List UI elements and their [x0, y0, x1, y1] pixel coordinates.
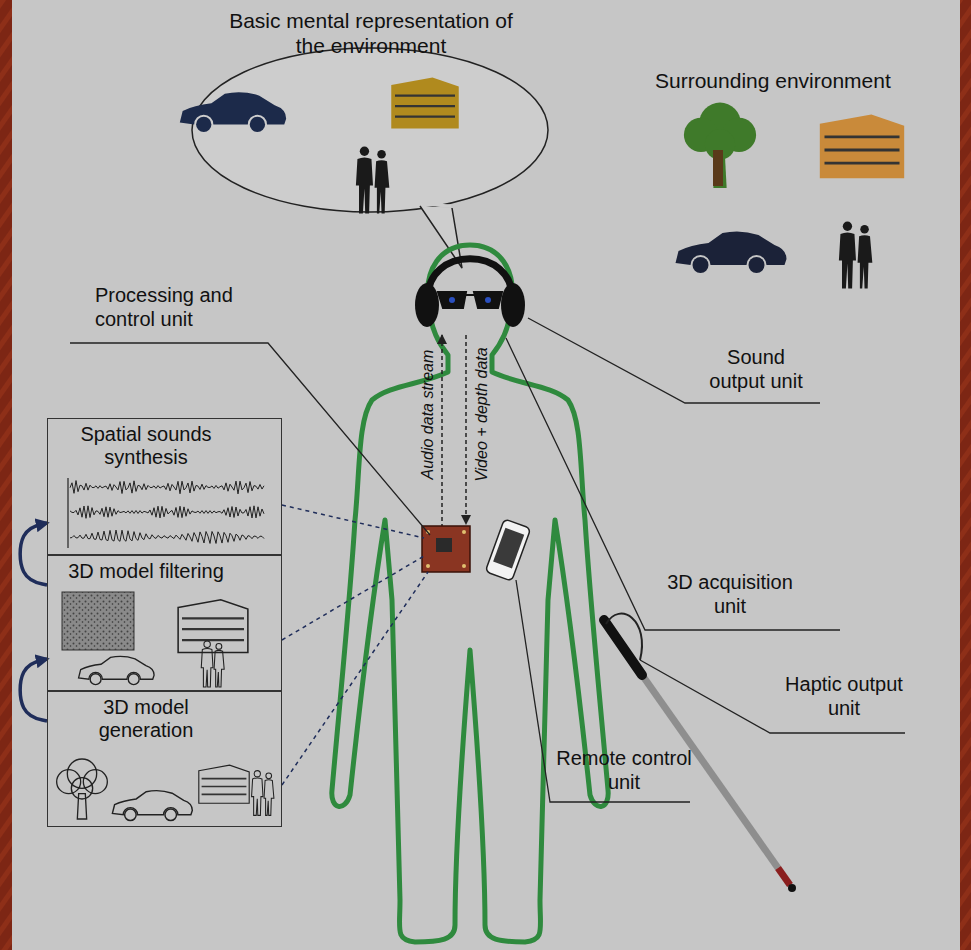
surrounding-environment-part	[820, 114, 904, 178]
human-outline	[332, 245, 608, 942]
headphones-glasses-part	[415, 283, 439, 327]
white-cane-part	[788, 884, 796, 892]
leader-lines-part	[640, 660, 905, 733]
processing-unit-board	[422, 526, 470, 572]
sound-waveforms	[68, 478, 264, 548]
data-stream-arrows-part	[441, 335, 443, 528]
thought-bubble-part	[391, 78, 459, 129]
surrounding-environment-part	[684, 103, 756, 189]
generated-model-part	[112, 791, 192, 821]
processing-unit-board-part	[422, 526, 470, 572]
part-label: Haptic output unit	[780, 672, 908, 720]
processing-unit-board-part	[462, 564, 466, 568]
filtered-model-part	[79, 656, 154, 684]
headphones-glasses	[415, 259, 525, 327]
thought-bubble	[180, 48, 548, 268]
data-stream-arrows-part	[465, 335, 467, 524]
generated-model-part	[252, 771, 274, 816]
processing-unit-board-part	[462, 530, 466, 534]
generated-model-part	[57, 759, 108, 819]
headphones-glasses-part	[501, 283, 525, 327]
process-box: 3D model filtering	[47, 555, 282, 691]
module-connections	[282, 505, 428, 785]
part-label: Surrounding environment	[655, 68, 955, 93]
part-label: Basic mental representation of the envir…	[212, 8, 530, 58]
white-cane-part	[606, 614, 642, 660]
surrounding-environment-part	[713, 150, 723, 186]
thought-bubble-part	[421, 204, 451, 206]
thought-bubble-part	[356, 147, 389, 214]
flow-arrow	[20, 659, 47, 721]
white-cane-part	[640, 672, 778, 868]
part-label: Processing and control unit	[95, 283, 270, 331]
leader-lines-part	[528, 318, 820, 403]
process-box: 3D model generation	[47, 691, 282, 827]
generated-model	[57, 759, 274, 821]
headphones-glasses-part	[485, 297, 491, 303]
surrounding-environment-part	[676, 231, 787, 273]
processing-unit-board-part	[426, 564, 430, 568]
sound-waveforms-part	[70, 530, 264, 543]
module-connections-part	[282, 572, 428, 785]
module-connections-part	[282, 505, 424, 538]
sound-waveforms-part	[67, 478, 68, 548]
signal-label: Audio data stream	[418, 340, 437, 490]
filtered-model-part	[201, 641, 224, 687]
sound-waveforms-part	[70, 506, 264, 518]
leader-lines-part	[506, 338, 840, 630]
remote-phone-part	[493, 528, 524, 569]
part-label: Remote control unit	[553, 746, 695, 794]
white-cane-part	[778, 868, 790, 885]
box-title: 3D model filtering	[48, 556, 244, 587]
human-outline-part	[332, 245, 608, 942]
headphones-glasses-part	[449, 297, 455, 303]
headphones-glasses-part	[438, 292, 502, 308]
filtered-model	[62, 592, 248, 687]
sound-waveforms-part	[70, 481, 264, 544]
process-box: Spatial sounds synthesis	[47, 418, 282, 555]
remote-phone	[485, 519, 530, 581]
slide-background-part	[12, 0, 960, 950]
filtered-model-part	[62, 592, 134, 650]
box-title: 3D model generation	[48, 692, 244, 746]
filtered-model-part	[178, 600, 248, 653]
generated-model-part	[199, 765, 249, 803]
processing-unit-board-part	[436, 538, 452, 552]
sound-waveforms-part	[70, 481, 264, 494]
part-label: 3D acquisition unit	[655, 570, 805, 618]
remote-phone-part	[485, 519, 530, 581]
flow-arrow	[20, 523, 47, 585]
surrounding-environment-part	[839, 222, 872, 289]
data-stream-arrows	[442, 335, 466, 528]
box-title: Spatial sounds synthesis	[48, 419, 244, 473]
module-connections-part	[282, 556, 424, 640]
thought-bubble-part	[180, 92, 286, 132]
surrounding-environment	[676, 103, 905, 289]
part-label: Sound output unit	[700, 345, 812, 393]
thought-bubble-part	[192, 48, 548, 212]
white-cane-part	[604, 620, 642, 675]
signal-label: Video + depth data	[472, 340, 491, 490]
